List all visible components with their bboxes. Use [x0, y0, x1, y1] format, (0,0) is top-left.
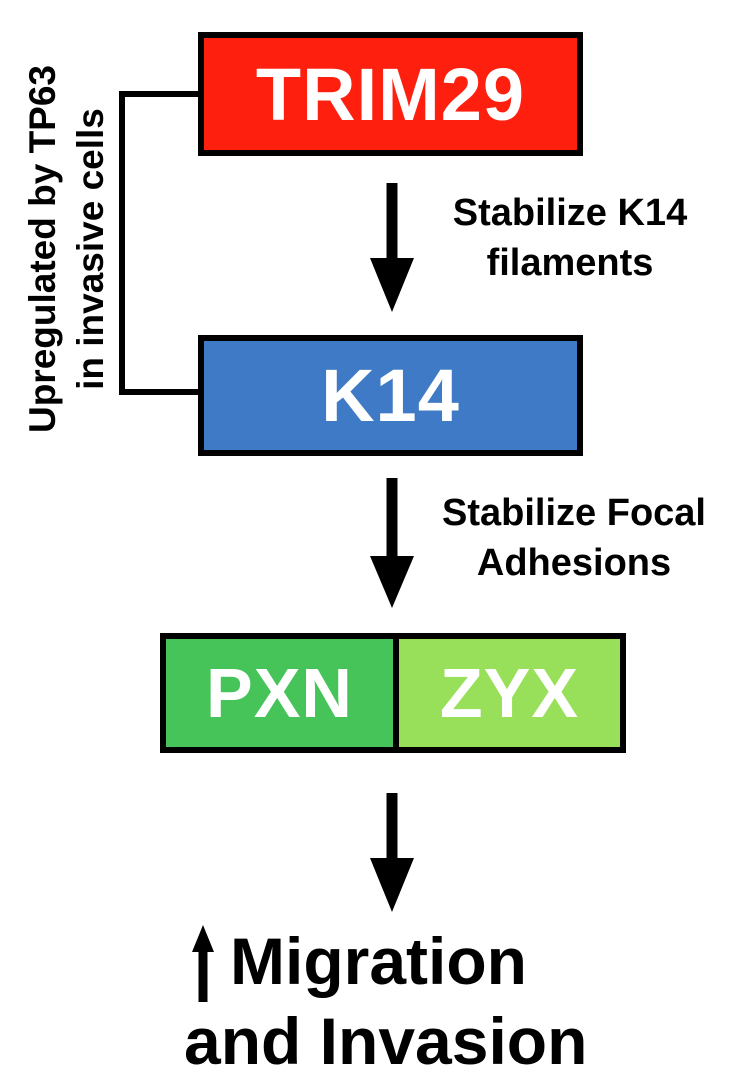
side-label: Upregulated by TP63 in invasive cells: [2, 4, 132, 494]
edge-label-line: filaments: [486, 242, 654, 284]
trim29-node: TRIM29: [198, 32, 583, 156]
zyx-node: ZYX: [399, 639, 620, 747]
side-label-line: Upregulated by TP63: [22, 64, 63, 434]
up-arrow-icon: [192, 925, 214, 1002]
side-label-text: Upregulated by TP63 in invasive cells: [19, 4, 115, 494]
bracket-connector: [119, 91, 198, 395]
k14-label: K14: [321, 354, 460, 437]
k14-node: K14: [198, 335, 583, 456]
edge-label-stabilize-k14: Stabilize K14 filaments: [422, 188, 718, 288]
edge-label-line: Stabilize Focal: [442, 492, 706, 534]
pxn-node: PXN: [166, 639, 399, 747]
zyx-label: ZYX: [439, 654, 580, 732]
edge-label-line: Stabilize K14: [452, 192, 688, 234]
arrow-focal-to-outcome: [370, 793, 414, 912]
pxn-label: PXN: [206, 654, 353, 732]
arrow-k14-to-focal: [370, 478, 414, 608]
side-label-line: in invasive cells: [70, 108, 111, 390]
arrow-trim29-to-k14: [370, 183, 414, 312]
outcome-label: Migration and Invasion: [180, 918, 630, 1078]
outcome-line: Migration: [230, 924, 527, 998]
trim29-label: TRIM29: [255, 52, 526, 136]
focal-adhesion-node: PXN ZYX: [160, 633, 626, 753]
edge-label-stabilize-focal: Stabilize Focal Adhesions: [405, 488, 743, 588]
edge-label-line: Adhesions: [476, 542, 672, 584]
outcome-line: and Invasion: [184, 1004, 588, 1078]
